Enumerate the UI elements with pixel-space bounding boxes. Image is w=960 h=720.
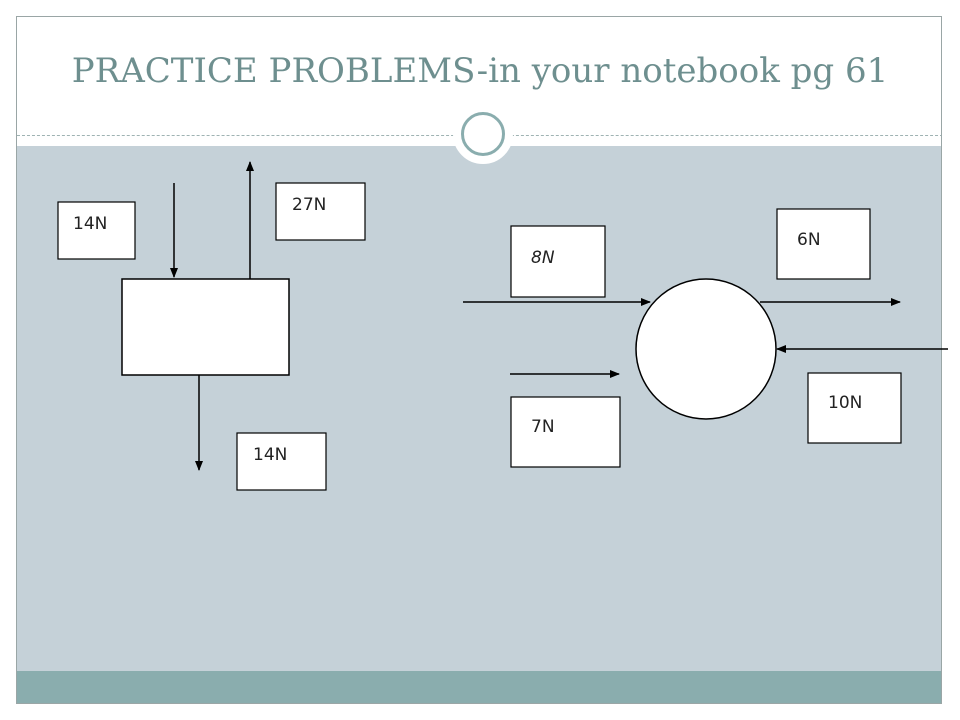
label-box-10n: [807, 372, 902, 444]
label-box-27n: [275, 182, 366, 241]
label-box-14n-bottom: [236, 432, 327, 491]
slide-title: PRACTICE PROBLEMS-in your notebook pg 61: [71, 51, 889, 91]
circle-ornament: [453, 104, 513, 164]
label-14n-bottom: 14N: [253, 445, 287, 465]
label-box-8n: [510, 225, 606, 298]
label-box-14n-top: [57, 201, 136, 260]
box-object: [121, 278, 290, 376]
label-7n: 7N: [531, 417, 555, 437]
circle-problem: 8N 6N 7N 10N: [463, 208, 948, 468]
label-6n: 6N: [797, 230, 821, 250]
box-problem: 14N 27N 14N: [57, 161, 366, 491]
footer-band: [17, 671, 941, 703]
label-14n-top: 14N: [73, 214, 107, 234]
label-box-6n: [776, 208, 871, 280]
label-10n: 10N: [828, 393, 862, 413]
label-27n: 27N: [292, 195, 326, 215]
circle-object: [635, 278, 777, 420]
label-box-7n: [510, 396, 621, 468]
circle-ornament-ring: [461, 112, 505, 156]
label-8n: 8N: [531, 248, 555, 268]
